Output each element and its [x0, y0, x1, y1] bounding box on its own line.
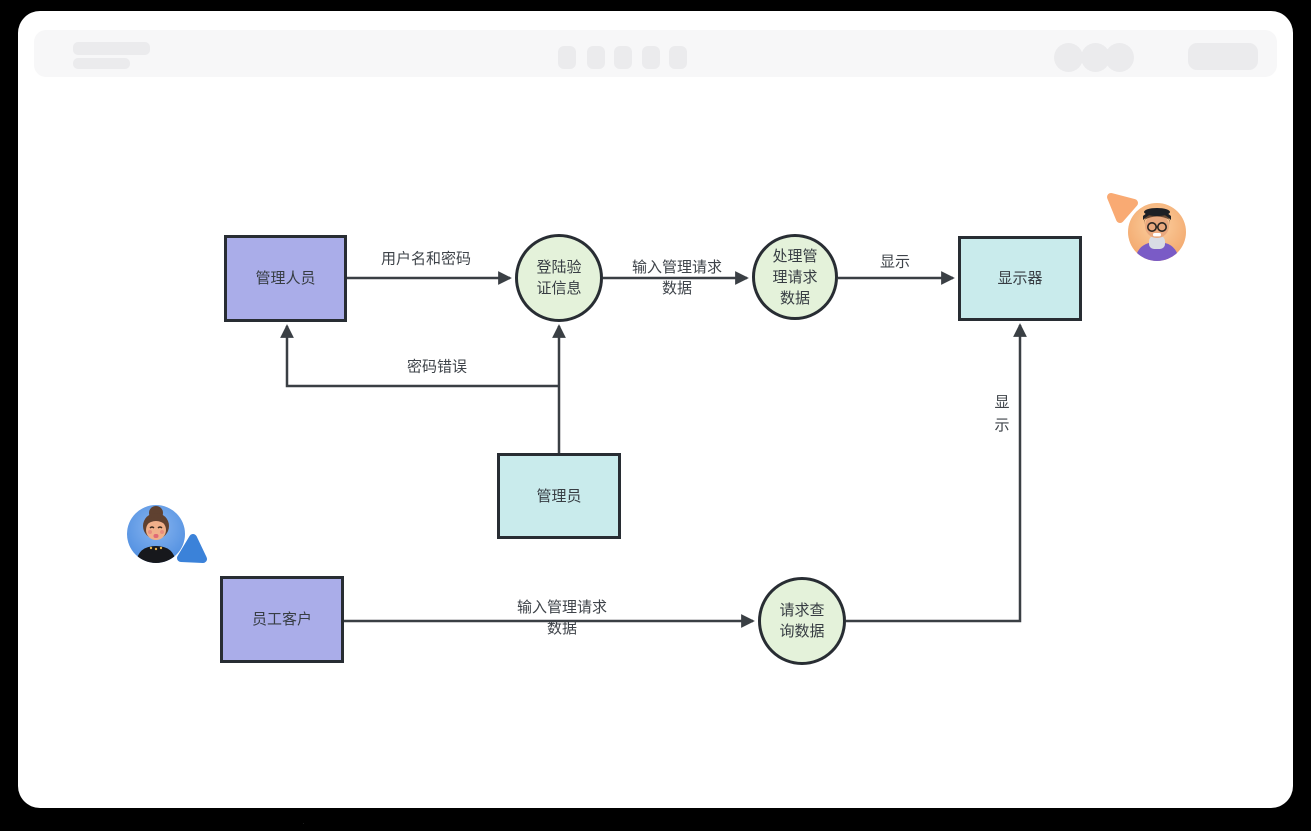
node-login-verify[interactable]: 登陆验 证信息 [515, 234, 603, 322]
app-window: 管理人员 登陆验 证信息 处理管 理请求 数据 显示器 管理员 员工客户 请求查… [18, 11, 1293, 808]
node-employee-client[interactable]: 员工客户 [220, 576, 344, 663]
share-button-placeholder[interactable] [1188, 43, 1258, 70]
title-placeholder [73, 42, 150, 55]
node-label: 管理人员 [255, 270, 316, 287]
user-avatar-orange [1128, 203, 1186, 261]
edge-label-wrong-password: 密码错误 [406, 358, 468, 376]
edge-label-input-request-bottom: 输入管理请求 数据 [516, 599, 608, 637]
diagram-edges [280, 271, 1027, 628]
node-display[interactable]: 显示器 [958, 236, 1082, 321]
cursor-pointer-blue-icon [177, 534, 207, 563]
user-avatar-blue [127, 505, 185, 563]
toolbar-button-4[interactable] [642, 46, 660, 69]
edge-label-username-password: 用户名和密码 [380, 250, 472, 268]
edge-display-vertical[interactable] [846, 323, 1027, 623]
collaborator-avatar-3 [1105, 43, 1134, 72]
browser-toolbar [34, 30, 1277, 77]
toolbar-button-1[interactable] [558, 46, 576, 69]
edge-label-display-top: 显示 [879, 253, 911, 271]
node-admin-staff[interactable]: 管理人员 [224, 235, 347, 322]
node-query-data[interactable]: 请求查 询数据 [758, 577, 846, 665]
node-label: 请求查 询数据 [779, 602, 825, 640]
node-label: 处理管 理请求 数据 [772, 247, 818, 307]
collaborator-avatar-1 [1054, 43, 1083, 72]
toolbar-button-2[interactable] [587, 46, 605, 69]
node-admin[interactable]: 管理员 [497, 453, 621, 539]
edge-label-display-vertical: 显示 [994, 394, 1010, 434]
toolbar-button-3[interactable] [614, 46, 632, 69]
node-label: 登陆验 证信息 [536, 259, 582, 297]
node-process-admin-request[interactable]: 处理管 理请求 数据 [752, 234, 838, 320]
node-label: 员工客户 [251, 611, 312, 628]
node-label: 管理员 [536, 487, 582, 505]
node-label: 显示器 [997, 270, 1043, 287]
cursor-pointer-orange-icon [1107, 193, 1138, 223]
toolbar-button-5[interactable] [669, 46, 687, 69]
subtitle-placeholder [73, 58, 130, 69]
edge-label-input-request-top: 输入管理请求 数据 [631, 259, 723, 297]
